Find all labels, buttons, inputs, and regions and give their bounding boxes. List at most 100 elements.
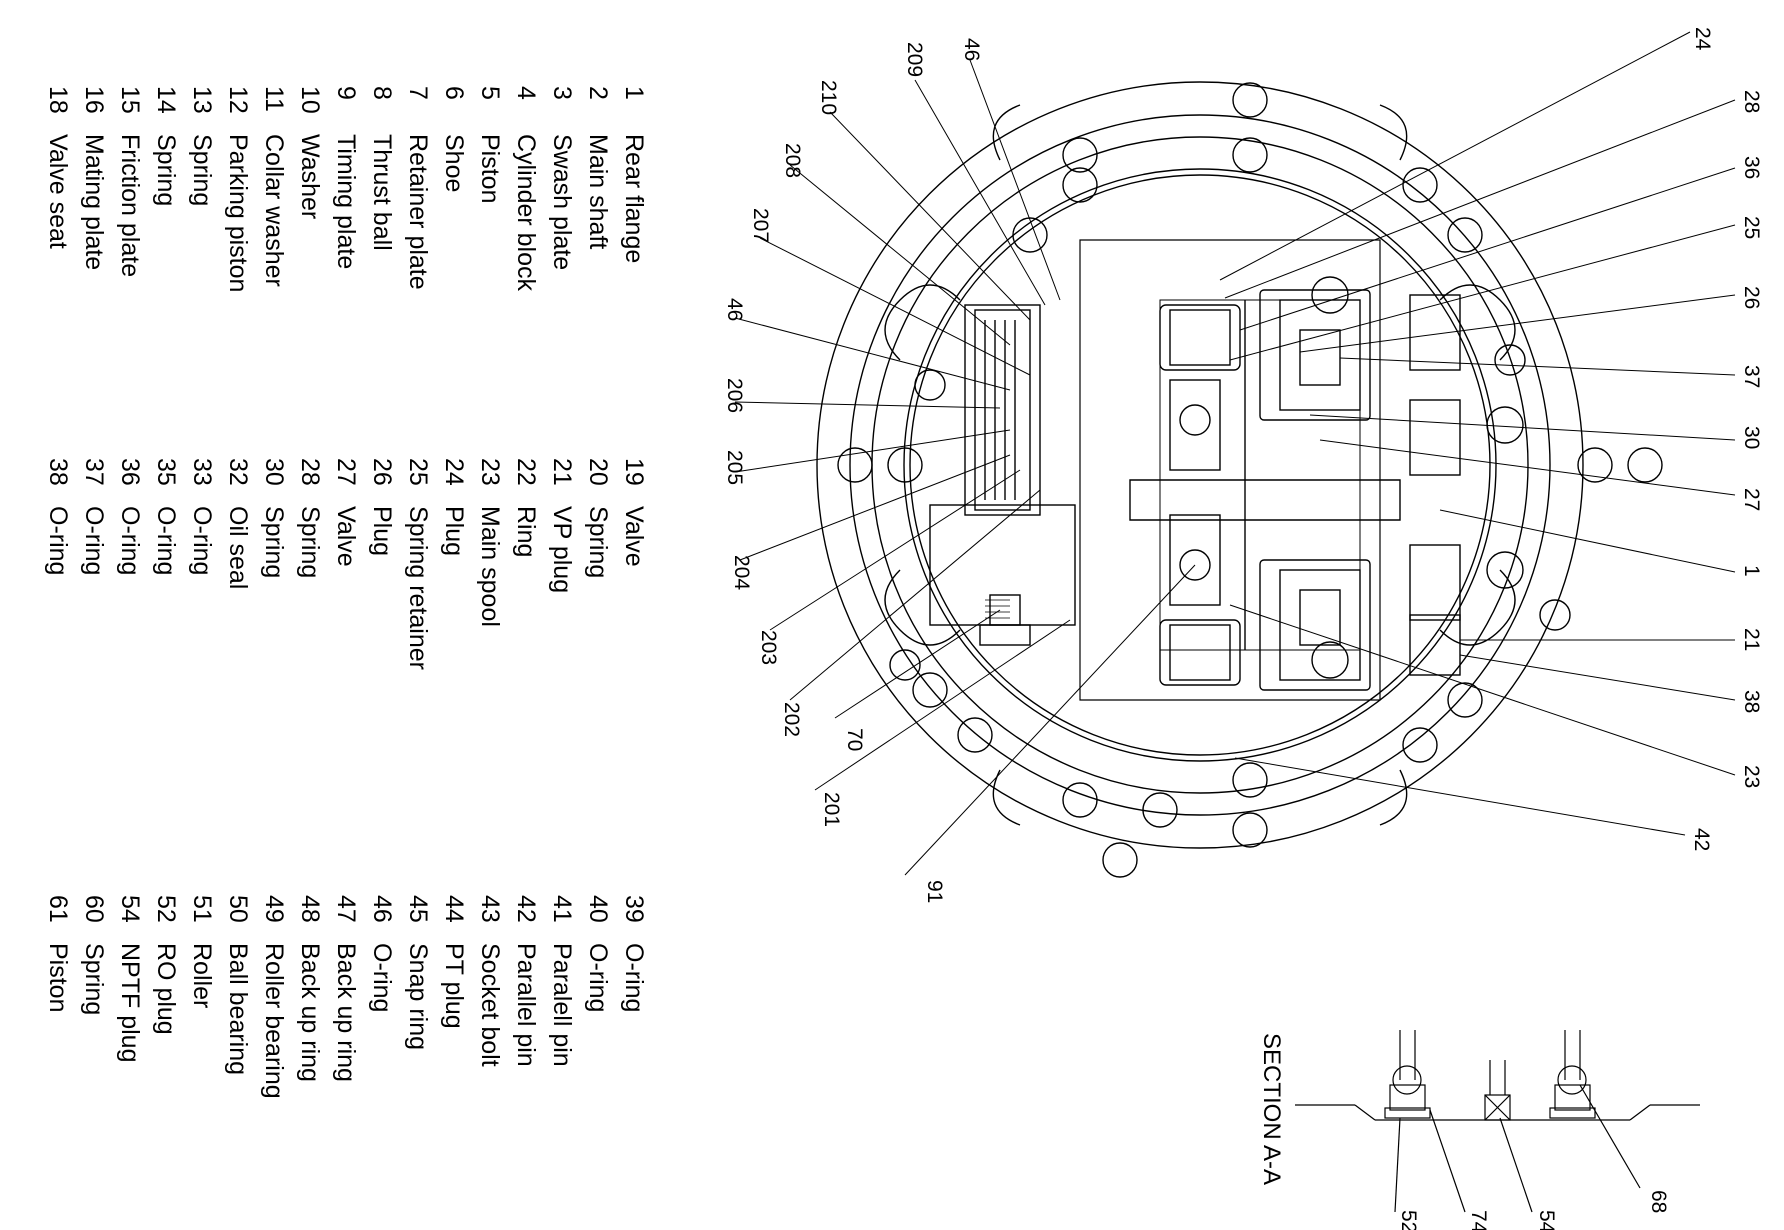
callout-208: 208 <box>781 143 804 178</box>
part-number: 25 <box>404 458 432 486</box>
callout-24: 24 <box>1691 27 1714 51</box>
part-number: 16 <box>80 86 108 114</box>
part-number: 41 <box>548 895 576 923</box>
part-number: 49 <box>260 895 288 923</box>
callout-21: 21 <box>1740 628 1763 651</box>
callout-70: 70 <box>843 728 866 751</box>
callout-202: 202 <box>780 702 803 737</box>
part-number: 51 <box>188 895 216 923</box>
parts-list-item: 5Piston <box>472 86 508 292</box>
part-number: 12 <box>224 86 252 114</box>
part-number: 30 <box>260 458 288 486</box>
part-name: O-ring <box>44 506 72 576</box>
parts-list-item: 41Paralell pin <box>544 895 580 1099</box>
part-number: 44 <box>440 895 468 923</box>
part-name: Oil seal <box>224 506 252 590</box>
parts-list-item: 20Spring <box>580 458 616 670</box>
parts-list-item: 35O-ring <box>148 458 184 670</box>
callout-36: 36 <box>1740 156 1763 179</box>
part-number: 22 <box>512 458 540 486</box>
parts-list-item: 49Roller bearing <box>256 895 292 1099</box>
part-number: 52 <box>152 895 180 923</box>
part-name: Plug <box>440 506 468 557</box>
part-name: O-ring <box>368 943 396 1013</box>
part-number: 20 <box>584 458 612 486</box>
part-number: 21 <box>548 458 576 486</box>
parts-list-item: 36O-ring <box>112 458 148 670</box>
part-number: 39 <box>620 895 648 923</box>
parts-list-item: 40O-ring <box>580 895 616 1099</box>
callout-203: 203 <box>757 630 780 665</box>
parts-list-item: 7Retainer plate <box>400 86 436 292</box>
part-name: Back up ring <box>332 943 360 1082</box>
part-number: 43 <box>476 895 504 923</box>
parts-list-item: 54NPTF plug <box>112 895 148 1099</box>
callout-46a: 46 <box>723 298 746 321</box>
rear-flange-outline <box>816 81 1584 849</box>
part-number: 46 <box>368 895 396 923</box>
callout-30: 30 <box>1740 426 1763 449</box>
part-name: RO plug <box>152 943 180 1035</box>
part-name: Ring <box>512 506 540 558</box>
part-name: O-ring <box>80 506 108 576</box>
part-number: 35 <box>152 458 180 486</box>
part-name: Valve <box>620 506 648 567</box>
part-number: 42 <box>512 895 540 923</box>
callout-205: 205 <box>723 450 746 485</box>
part-name: Ball bearing <box>224 943 252 1076</box>
part-number: 40 <box>584 895 612 923</box>
part-number: 50 <box>224 895 252 923</box>
flange-lobes <box>884 104 1516 826</box>
part-number: 60 <box>80 895 108 923</box>
callout-52: 52 <box>1397 1210 1420 1230</box>
part-name: VP plug <box>548 506 576 594</box>
parts-list-item: 23Main spool <box>472 458 508 670</box>
parts-list-item: 44PT plug <box>436 895 472 1099</box>
part-name: O-ring <box>620 943 648 1013</box>
part-name: Collar washer <box>260 134 288 287</box>
part-name: Thrust ball <box>368 134 396 251</box>
parts-list-item: 10Washer <box>292 86 328 292</box>
callout-38: 38 <box>1740 690 1763 713</box>
upper-spool <box>1159 289 1371 421</box>
parts-list-item: 33O-ring <box>184 458 220 670</box>
callout-46b: 46 <box>960 38 983 61</box>
parts-list-item: 32Oil seal <box>220 458 256 670</box>
part-number: 5 <box>476 86 504 100</box>
main-spool <box>1169 379 1221 606</box>
callout-leaders <box>734 31 1736 876</box>
parts-list-item: 3Swash plate <box>544 86 580 292</box>
part-name: Spring <box>260 506 288 579</box>
part-number: 3 <box>548 86 576 100</box>
part-number: 14 <box>152 86 180 114</box>
callout-201: 201 <box>820 792 843 827</box>
part-name: O-ring <box>584 943 612 1013</box>
part-name: Timing plate <box>332 134 360 270</box>
parts-list-item: 9Timing plate <box>328 86 364 292</box>
part-name: O-ring <box>116 506 144 576</box>
part-name: NPTF plug <box>116 943 144 1063</box>
parts-list-item: 51Roller <box>184 895 220 1099</box>
bolt-holes <box>837 82 1663 878</box>
part-name: Main shaft <box>584 134 612 250</box>
parts-list-item: 16Mating plate <box>76 86 112 292</box>
part-name: Cylinder block <box>512 134 540 292</box>
callout-27: 27 <box>1740 488 1763 511</box>
callout-207: 207 <box>749 208 772 243</box>
parts-list-item: 22Ring <box>508 458 544 670</box>
callout-91: 91 <box>923 880 946 903</box>
parts-list-item: 13Spring <box>184 86 220 292</box>
part-name: Paralell pin <box>548 943 576 1067</box>
part-number: 1 <box>620 86 648 100</box>
part-number: 36 <box>116 458 144 486</box>
parts-list-item: 60Spring <box>76 895 112 1099</box>
part-name: Spring <box>80 943 108 1016</box>
parts-list-item: 47Back up ring <box>328 895 364 1099</box>
callout-23: 23 <box>1740 765 1763 788</box>
parts-list-item: 4Cylinder block <box>508 86 544 292</box>
part-number: 4 <box>512 86 540 100</box>
part-name: Spring retainer <box>404 506 432 670</box>
parts-list-item: 46O-ring <box>364 895 400 1099</box>
part-name: Swash plate <box>548 134 576 271</box>
